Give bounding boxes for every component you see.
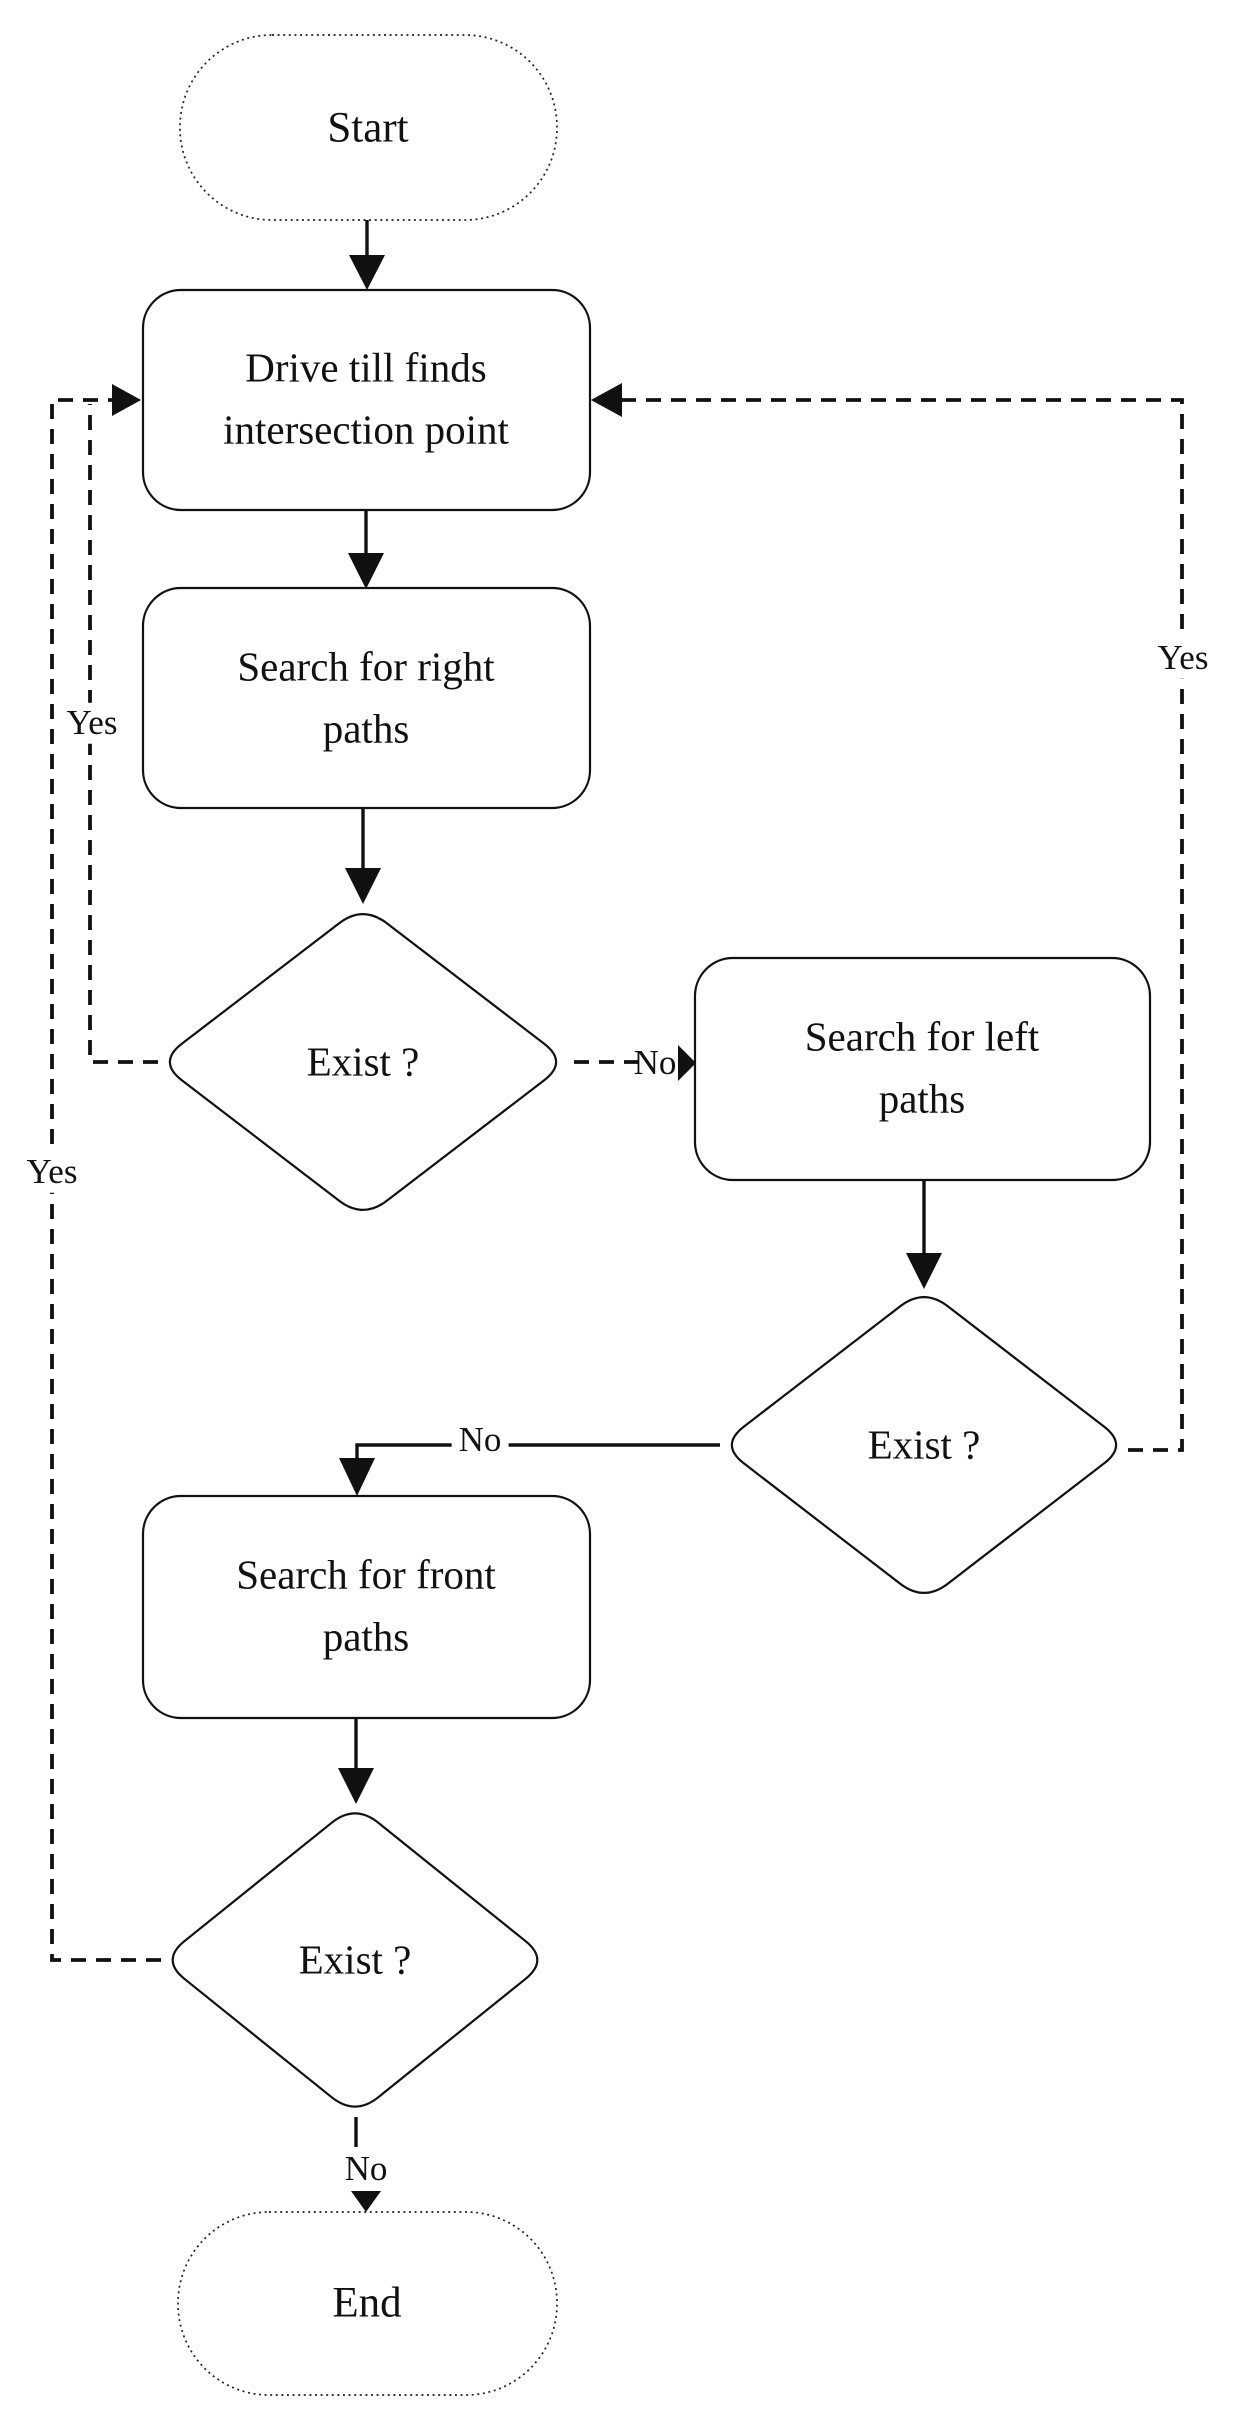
- search-front-process-label: Search for front paths: [236, 1551, 496, 1660]
- arrowhead-exist-front-to-end: [351, 2191, 381, 2212]
- yes-dash-exist-right-loop: [88, 404, 158, 1064]
- yes-label-exist-left-loop: Yes: [1150, 637, 1216, 679]
- exist-left-decision-shape: [730, 1296, 1118, 1594]
- search-left-process-label: Search for left paths: [804, 1013, 1040, 1122]
- exist-front-decision-shape: [171, 1812, 539, 2108]
- search-front-process-shape: [141, 1494, 592, 1720]
- no-label-exist-front: No: [344, 2148, 388, 2188]
- yes-dash-exist-left-loop: [600, 398, 1184, 1452]
- exist-front-decision-label: Exist ?: [298, 1936, 412, 1983]
- arrowhead-drive-to-search-right: [348, 553, 384, 589]
- arrowhead-exist-left-to-search-front: [339, 1458, 375, 1496]
- arrowhead-search-right-to-exist: [345, 868, 381, 904]
- no-label-exist-left: No: [451, 1419, 509, 1461]
- exist-left-decision-label: Exist ?: [867, 1421, 981, 1468]
- yes-label-exist-front-loop: Yes: [19, 1151, 85, 1193]
- end-terminal-label: End: [332, 2279, 402, 2327]
- arrowhead-yes-loops-into-drive: [112, 384, 141, 416]
- exist-right-decision-label: Exist ?: [306, 1038, 420, 1085]
- start-terminal-shape: [179, 34, 558, 221]
- arrowhead-exist-right-to-search-left: [678, 1045, 696, 1081]
- arrowhead-yes-exist-left-into-drive: [591, 383, 622, 417]
- search-right-process-label: Search for right paths: [237, 643, 495, 752]
- drive-process-label: Drive till finds intersection point: [223, 344, 509, 453]
- arrowhead-search-front-to-exist: [338, 1768, 374, 1804]
- arrowhead-search-left-to-exist: [906, 1253, 942, 1289]
- exist-right-decision-shape: [168, 913, 558, 1211]
- no-label-exist-right: No: [633, 1042, 677, 1082]
- start-terminal-label: Start: [327, 104, 409, 152]
- no-line-exist-left-to-search-front: [355, 1443, 720, 1460]
- end-terminal-shape: [177, 2211, 558, 2396]
- yes-label-exist-right-loop: Yes: [59, 702, 125, 744]
- arrowhead-start-to-drive: [349, 255, 385, 290]
